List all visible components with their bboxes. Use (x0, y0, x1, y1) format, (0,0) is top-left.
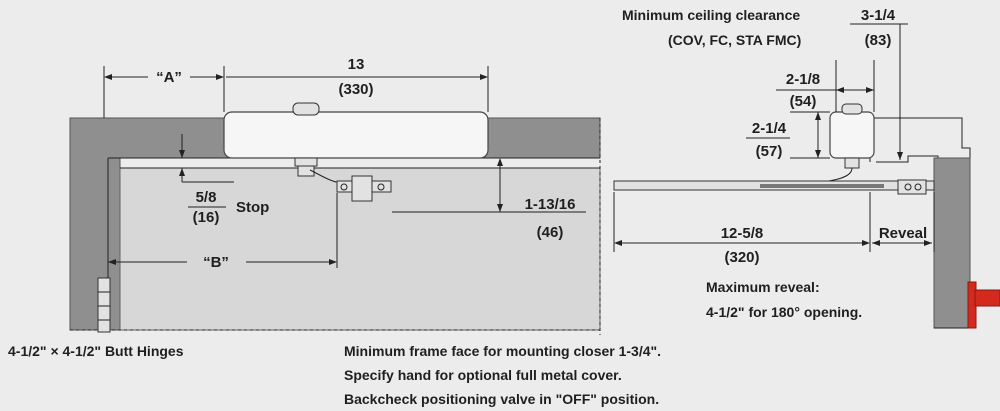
dim-drop-mm: (46) (537, 224, 564, 241)
ceiling-clearance-mm: (83) (865, 32, 892, 49)
dim-width-mm: (330) (338, 81, 373, 98)
arm-side (613, 167, 935, 195)
pinion-cap (292, 102, 320, 116)
dim-arm-mm: (320) (724, 249, 759, 266)
dim-height-inches: 2-1/4 (752, 120, 787, 137)
dim-height-mm: (57) (756, 143, 783, 160)
dim-depth-mm: (54) (790, 93, 817, 110)
side-view: Minimum ceiling clearance 3-1/4 (COV, FC… (613, 7, 1000, 329)
ceiling-clearance-models: (COV, FC, STA FMC) (668, 32, 801, 48)
frame-jamb (933, 157, 971, 329)
max-reveal-line-1: Maximum reveal: (706, 279, 820, 295)
closer-body-side (829, 111, 875, 159)
dim-stop-mm: (16) (193, 209, 220, 226)
note-frame-face: Minimum frame face for mounting closer 1… (344, 343, 661, 359)
dim-stop-inches: 5/8 (196, 189, 217, 206)
max-reveal-line-2: 4-1/2" for 180° opening. (706, 304, 862, 320)
ceiling-clearance-title: Minimum ceiling clearance (622, 7, 800, 23)
arm-assembly (294, 157, 392, 202)
dim-depth-inches: 2-1/8 (786, 71, 820, 88)
dim-drop-inches: 1-13/16 (525, 196, 576, 213)
stop-label: Stop (236, 199, 269, 216)
door-face (119, 167, 601, 331)
ceiling-clearance-inches: 3-1/4 (861, 7, 896, 24)
closer-body (223, 111, 489, 159)
dim-a-label: “A” (156, 69, 182, 86)
hinges-note: 4-1/2" × 4-1/2" Butt Hinges (8, 343, 184, 359)
note-metal-cover: Specify hand for optional full metal cov… (344, 367, 622, 383)
dim-b-label: “B” (203, 254, 229, 271)
pinion-cap-side (841, 103, 863, 115)
dim-arm-inches: 12-5/8 (721, 225, 764, 242)
note-backcheck: Backcheck positioning valve in "OFF" pos… (344, 391, 659, 407)
butt-hinge (97, 277, 111, 333)
front-view: “A” 13 (330) 5/8 (16) Stop 1-13/16 (46) … (69, 56, 601, 335)
reveal-label: Reveal (879, 225, 927, 242)
dim-width-inches: 13 (348, 56, 365, 73)
